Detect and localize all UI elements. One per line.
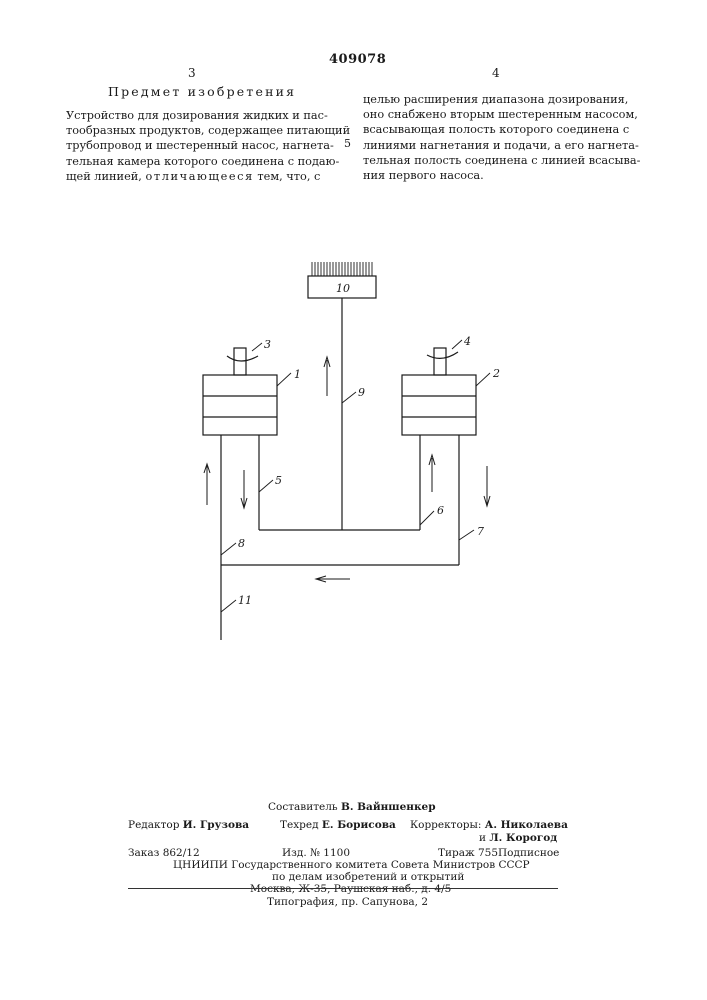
org-address: Москва, Ж-35, Раушская наб., д. 4/5	[250, 883, 451, 895]
pump-2-shaft	[434, 348, 446, 375]
corrector-2-prefix: и	[479, 832, 486, 844]
label-5: 5	[275, 474, 282, 487]
label-2: 2	[492, 367, 500, 380]
techred-label: Техред	[280, 819, 319, 831]
label-3: 3	[264, 338, 271, 351]
label-10: 10	[336, 282, 350, 295]
subscription: Подписное	[498, 847, 559, 859]
label-7: 7	[477, 525, 484, 538]
label-1: 1	[294, 368, 301, 381]
compiler-label: Составитель	[268, 801, 338, 813]
corrector-1: А. Николаева	[485, 819, 568, 831]
edition-number: Изд. № 1100	[282, 847, 350, 859]
label-4: 4	[463, 335, 471, 348]
correctors: Корректоры: А. Николаева	[410, 819, 568, 831]
org-line-1: ЦНИИПИ Государственного комитета Совета …	[173, 859, 530, 871]
compiler: Составитель В. Вайншенкер	[268, 801, 436, 813]
print-run: Тираж 755	[438, 847, 498, 859]
rotation-arrow-4	[427, 352, 458, 358]
corrector-2-line: и Л. Корогод	[479, 832, 557, 844]
label-6: 6	[437, 504, 444, 517]
compiler-name: В. Вайншенкер	[341, 801, 436, 813]
printer: Типография, пр. Сапунова, 2	[267, 896, 428, 908]
corrector-2: Л. Корогод	[489, 832, 557, 844]
pump-1	[203, 375, 277, 435]
pump-2	[402, 375, 476, 435]
techred: Техред Е. Борисова	[280, 819, 396, 831]
techred-name: Е. Борисова	[322, 819, 396, 831]
org-line-2: по делам изобретений и открытий	[272, 871, 464, 883]
footer-divider	[128, 888, 558, 889]
rotation-arrow-3	[227, 356, 258, 361]
label-11: 11	[238, 594, 252, 607]
flow-arrows	[204, 357, 490, 582]
correctors-label: Корректоры:	[410, 819, 481, 831]
label-leaders	[221, 340, 490, 612]
label-9: 9	[358, 386, 365, 399]
order-number: Заказ 862/12	[128, 847, 200, 859]
editor-name: И. Грузова	[183, 819, 249, 831]
block-10-hatching	[312, 262, 372, 276]
editor: Редактор И. Грузова	[128, 819, 249, 831]
editor-label: Редактор	[128, 819, 179, 831]
label-8: 8	[238, 537, 245, 550]
